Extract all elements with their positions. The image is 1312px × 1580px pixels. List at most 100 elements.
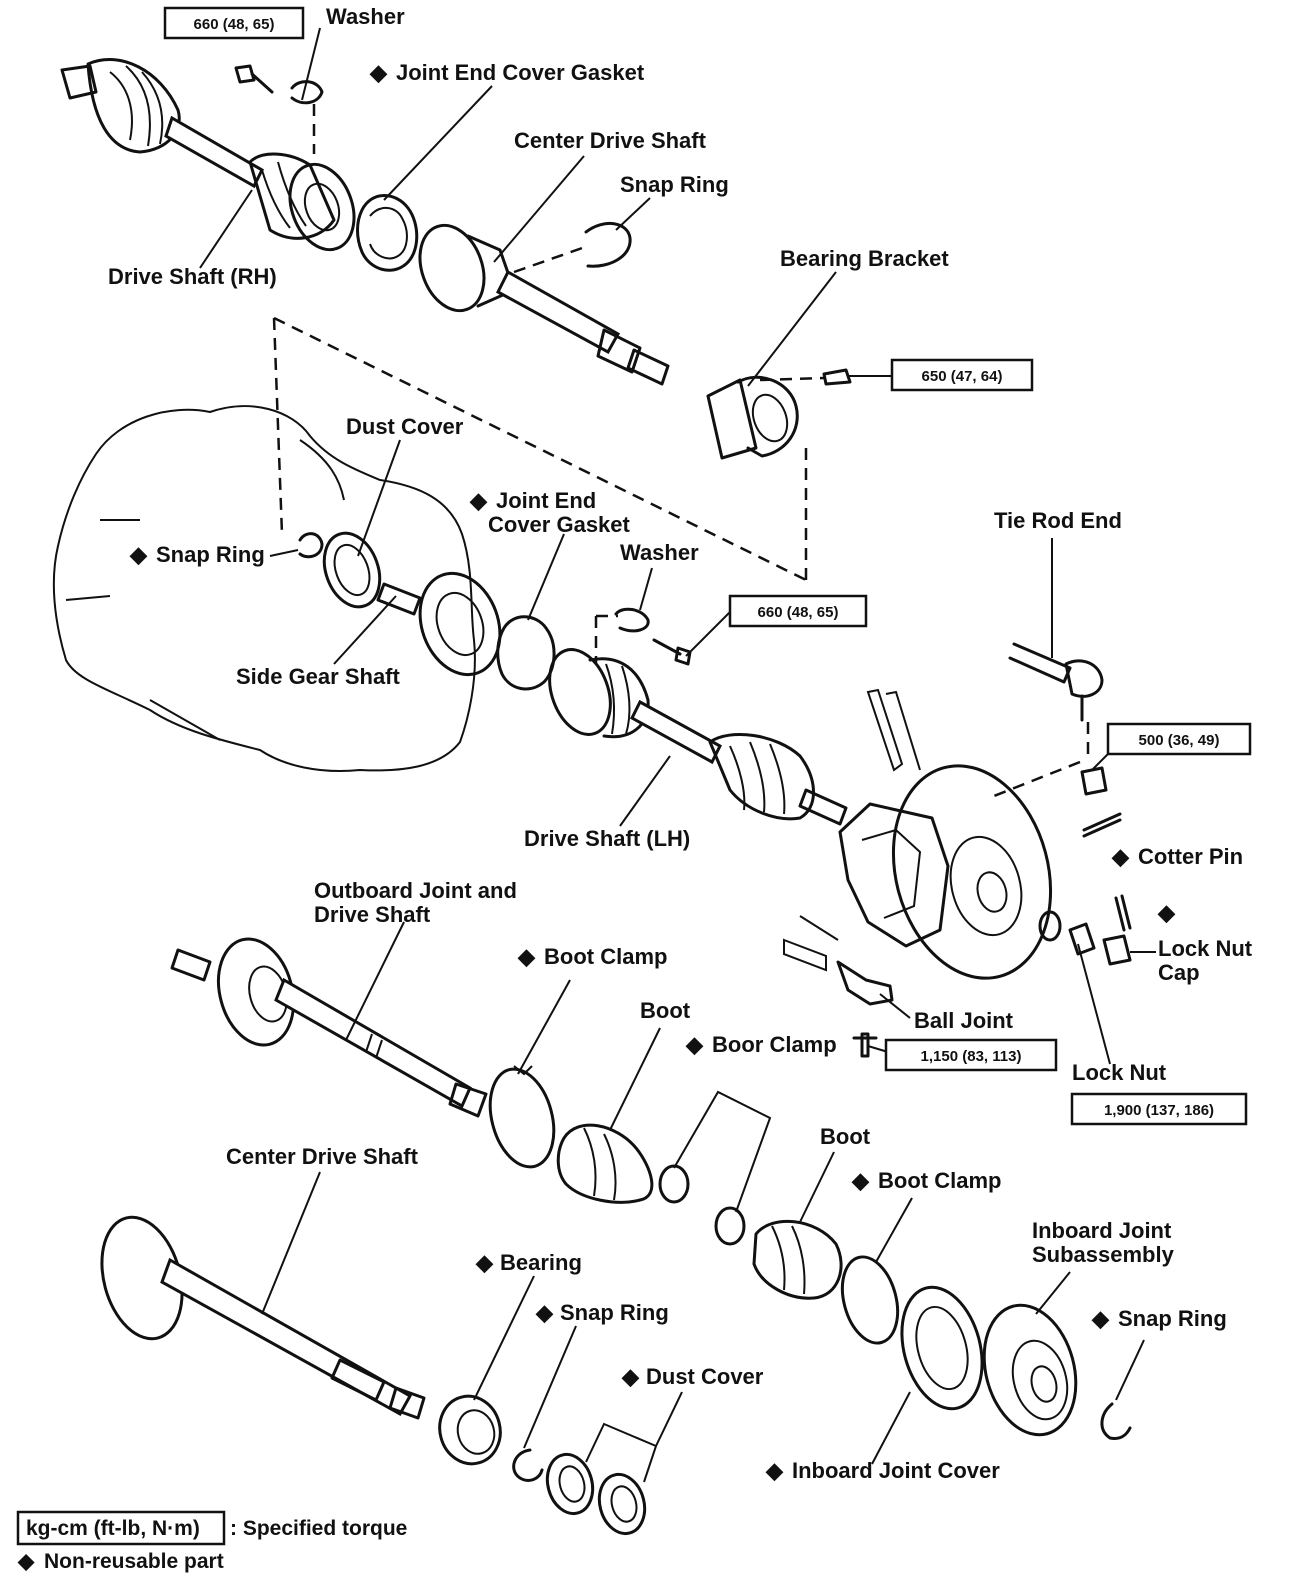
- lock-nut-part: [1068, 922, 1096, 956]
- label-joint-end-mid-2: Cover Gasket: [488, 512, 631, 537]
- torque-value-3: 660 (48, 65): [758, 604, 839, 621]
- dust-cover-mid-part: [322, 531, 382, 609]
- castle-nut: [1080, 766, 1108, 796]
- side-gear-shaft-part: [376, 571, 502, 677]
- part-labels: Washer ◆ Joint End Cover Gasket Center D…: [108, 4, 1253, 1483]
- bolt-top: [234, 64, 274, 94]
- label-tie-rod-end: Tie Rod End: [994, 508, 1122, 533]
- boot-clamp-1-part: [488, 1065, 556, 1169]
- label-lock-nut-cap-2: Cap: [1158, 960, 1200, 985]
- snap-ring-top-part: [584, 222, 632, 268]
- gasket-top-part: [356, 194, 419, 272]
- diamond-snap-ring-bottom-2: ◆: [1091, 1306, 1110, 1331]
- label-bearing: Bearing: [500, 1250, 582, 1275]
- torque-box-2: 650 (47, 64): [890, 358, 1034, 392]
- diamond-snap-ring-bottom-1: ◆: [535, 1300, 554, 1325]
- washer-top-part: [290, 80, 324, 105]
- torque-box-3: 660 (48, 65): [728, 594, 868, 628]
- snap-ring-bottom-2-part: [1100, 1402, 1132, 1440]
- transmission-housing: [52, 405, 476, 773]
- boot-clamp-2b-part: [714, 1206, 746, 1246]
- label-snap-ring-bottom-1: Snap Ring: [560, 1300, 669, 1325]
- diamond-boot-clamp-2: ◆: [685, 1032, 704, 1057]
- center-drive-shaft-top-part: [418, 223, 670, 386]
- center-drive-shaft-bottom-part: [100, 1215, 426, 1420]
- label-snap-ring-mid: Snap Ring: [156, 542, 265, 567]
- torque-box-6: 1,900 (137, 186): [1070, 1092, 1248, 1126]
- cotter-pin-part: [1114, 894, 1132, 932]
- legend-nonreusable: Non-reusable part: [44, 1550, 224, 1573]
- legend: kg-cm (ft-lb, N·m) : Specified torque ◆ …: [16, 1510, 407, 1573]
- snap-ring-bottom-1-part: [512, 1448, 544, 1482]
- label-joint-end-cover-gasket-top: Joint End Cover Gasket: [396, 60, 645, 85]
- label-ball-joint: Ball Joint: [914, 1008, 1014, 1033]
- label-center-drive-shaft-bottom: Center Drive Shaft: [226, 1144, 419, 1169]
- label-inboard-joint-sub-2: Subassembly: [1032, 1242, 1175, 1267]
- torque-box-1: 660 (48, 65): [163, 6, 305, 40]
- outboard-joint-shaft-part: [170, 937, 488, 1118]
- label-joint-end-mid-1: Joint End: [496, 488, 596, 513]
- lock-nut-cap-part: [1102, 934, 1132, 966]
- washer-mid-part: [614, 607, 650, 633]
- diamond-gasket-mid: ◆: [469, 488, 488, 513]
- diamond-boot-clamp-1: ◆: [517, 944, 536, 969]
- torque-value-6: 1,900 (137, 186): [1104, 1102, 1214, 1119]
- cotter-pin-top-part: [1082, 812, 1122, 838]
- label-boot-2: Boot: [820, 1124, 871, 1149]
- label-cotter-pin: Cotter Pin: [1138, 844, 1243, 869]
- snap-ring-mid-part: [298, 532, 324, 559]
- bolt-mid: [652, 638, 692, 666]
- legend-unit-box: [16, 1510, 226, 1546]
- legend-diamond: ◆: [17, 1550, 35, 1573]
- label-boot-1: Boot: [640, 998, 691, 1023]
- boot-1-part: [556, 1123, 654, 1204]
- diamond-bearing: ◆: [475, 1250, 494, 1275]
- torque-value-4: 500 (36, 49): [1139, 732, 1220, 749]
- diamond-dust-cover-bottom: ◆: [621, 1364, 640, 1389]
- legend-unit-text: kg-cm (ft-lb, N·m): [26, 1517, 200, 1540]
- label-center-drive-shaft-top: Center Drive Shaft: [514, 128, 707, 153]
- label-bearing-bracket: Bearing Bracket: [780, 246, 949, 271]
- bearing-part: [438, 1394, 502, 1466]
- inboard-joint-subassembly-part: [982, 1303, 1078, 1437]
- label-boot-clamp-3: Boot Clamp: [878, 1168, 1001, 1193]
- label-snap-ring-top: Snap Ring: [620, 172, 729, 197]
- diamond-cotter-pin: ◆: [1111, 844, 1130, 869]
- bearing-bracket-part: [706, 368, 852, 460]
- boot-clamp-3-part: [840, 1255, 900, 1345]
- label-side-gear-shaft: Side Gear Shaft: [236, 664, 401, 689]
- diamond-snap-ring-mid: ◆: [129, 542, 148, 567]
- torque-box-4: 500 (36, 49): [1106, 722, 1252, 756]
- tie-rod-end-part: [1008, 642, 1104, 722]
- label-dust-cover-mid: Dust Cover: [346, 414, 464, 439]
- torque-box-5: 1,150 (83, 113): [884, 1038, 1058, 1072]
- label-outboard-joint-1: Outboard Joint and: [314, 878, 517, 903]
- dust-cover-bottom-parts: [545, 1452, 647, 1536]
- label-boot-clamp-1: Boot Clamp: [544, 944, 667, 969]
- boot-2-part: [752, 1219, 843, 1300]
- label-dust-cover-bottom: Dust Cover: [646, 1364, 764, 1389]
- diamond-gasket-top: ◆: [369, 60, 388, 85]
- label-drive-shaft-lh: Drive Shaft (LH): [524, 826, 690, 851]
- label-inboard-joint-cover: Inboard Joint Cover: [792, 1458, 1000, 1483]
- label-inboard-joint-sub-1: Inboard Joint: [1032, 1218, 1172, 1243]
- ball-joint-part: [783, 915, 894, 1058]
- legend-unit-desc: : Specified torque: [230, 1517, 407, 1540]
- torque-value-2: 650 (47, 64): [922, 368, 1003, 385]
- label-lock-nut-cap-1: Lock Nut: [1158, 936, 1253, 961]
- boot-clamp-2a-part: [658, 1164, 690, 1204]
- label-snap-ring-bottom-2: Snap Ring: [1118, 1306, 1227, 1331]
- drive-shaft-rh-assembly: [60, 58, 356, 252]
- label-outboard-joint-2: Drive Shaft: [314, 902, 431, 927]
- drive-shaft-lh-part: [548, 648, 848, 826]
- knuckle-and-disc: [838, 688, 1053, 980]
- label-boot-clamp-2: Boor Clamp: [712, 1032, 837, 1057]
- diamond-boot-clamp-3: ◆: [851, 1168, 870, 1193]
- label-lock-nut: Lock Nut: [1072, 1060, 1167, 1085]
- gasket-mid-part: [496, 615, 556, 691]
- inboard-joint-cover-part: [900, 1285, 984, 1411]
- diamond-cotter-pin-2: ◆: [1157, 900, 1176, 925]
- torque-value-1: 660 (48, 65): [194, 16, 275, 33]
- label-drive-shaft-rh: Drive Shaft (RH): [108, 264, 277, 289]
- diamond-inboard-joint-cover: ◆: [765, 1458, 784, 1483]
